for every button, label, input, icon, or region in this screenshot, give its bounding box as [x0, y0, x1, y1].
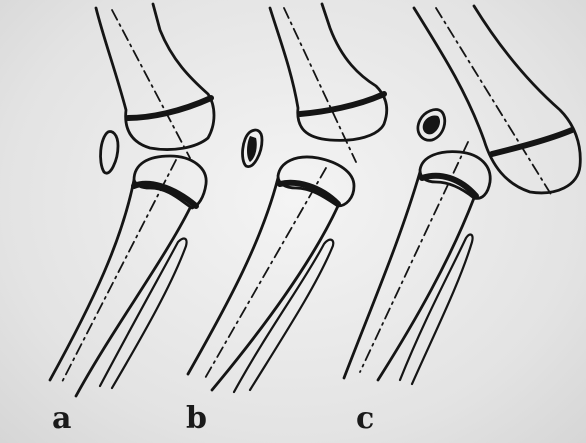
panel-c-lower-bone	[344, 142, 490, 384]
panel-label-b: b	[186, 404, 207, 434]
panel-a-radius-shaft-left	[50, 180, 134, 380]
panel-a-humerus-outline	[96, 4, 214, 150]
panel-c	[344, 6, 580, 384]
panel-a-upper-growth-plate	[128, 98, 211, 118]
panel-b-ulna	[234, 240, 333, 392]
panel-label-c: c	[356, 404, 374, 434]
panel-c-ulna	[400, 235, 473, 384]
panel-c-humerus-outline	[414, 6, 580, 193]
panel-c-radius-shaft-left	[344, 172, 420, 378]
panel-b-upper-bone	[270, 4, 387, 162]
panel-a-upper-axis	[112, 10, 190, 158]
panel-a-lower-bone	[50, 156, 206, 396]
panel-c-sesamoid-fill	[423, 115, 440, 134]
panel-a-radius-shaft-right	[76, 208, 190, 396]
panel-label-a: a	[52, 404, 71, 434]
panel-a	[50, 4, 214, 396]
panel-b-upper-growth-plate	[300, 94, 384, 114]
panel-c-upper-bone	[414, 6, 580, 196]
panel-a-sesamoid	[101, 132, 118, 174]
panel-c-lower-axis	[360, 142, 468, 372]
panel-c-upper-growth-plate	[492, 130, 572, 154]
panel-b	[188, 4, 387, 392]
panel-b-humerus-outline	[270, 4, 387, 140]
panel-b-sesamoid-fill	[247, 136, 257, 162]
panel-a-ulna	[100, 239, 187, 388]
panel-b-lower-bone	[188, 157, 354, 392]
